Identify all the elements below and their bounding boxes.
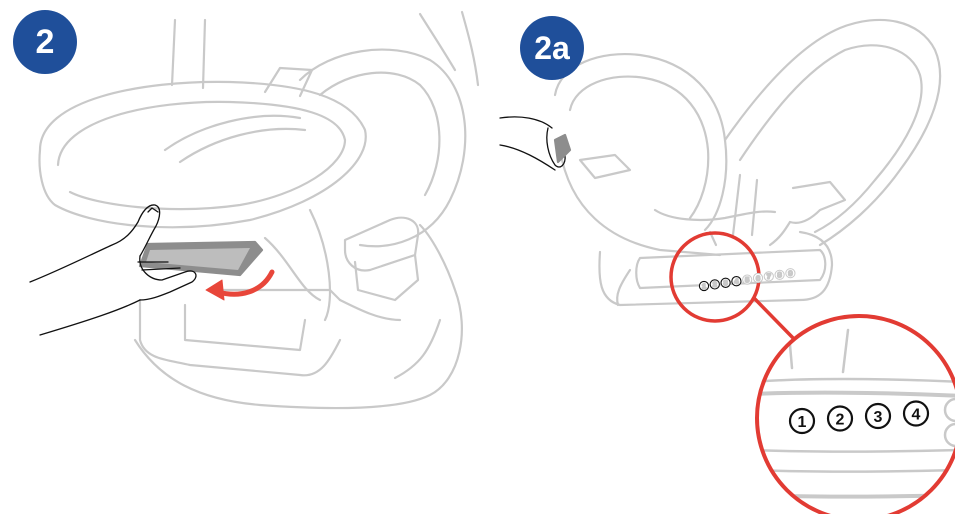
side-wing-inner: [320, 73, 439, 195]
zoom-position-3-number: 3: [866, 404, 890, 428]
base-foot: [617, 270, 630, 305]
zoom-connector: [754, 298, 795, 340]
step-badge-label: 2: [36, 23, 55, 61]
backrest-post: [203, 20, 205, 88]
seat-cushion: [40, 82, 366, 227]
right-arm: [790, 182, 845, 223]
side-wing: [300, 50, 465, 247]
strip-position-6: 6: [753, 273, 762, 282]
position-strip: [636, 250, 825, 288]
cushion-seam: [165, 116, 300, 150]
strip-position-3-label: 3: [724, 280, 728, 287]
base-detail: [395, 320, 440, 378]
step-badge-label: 2a: [534, 30, 570, 66]
backrest-post: [172, 20, 175, 85]
strip-position-5-label: 5: [745, 277, 749, 284]
zoom-position-1-number: 1: [790, 409, 814, 433]
zoom-position-4-number: 4: [904, 402, 928, 426]
zoom-position-2-number: 2: [828, 407, 852, 431]
strip-position-4: 4: [732, 277, 741, 286]
strip-position-8: 8: [775, 270, 784, 279]
armrest-side: [355, 255, 418, 300]
strip-position-1: 1: [699, 281, 708, 290]
backrest-edge: [462, 12, 478, 85]
pull-arrow-head: [206, 280, 224, 300]
backrest-edge: [420, 14, 455, 70]
strip-position-8-label: 8: [778, 272, 782, 279]
right-wing-inner: [740, 45, 922, 232]
strip-position-2: 2: [710, 280, 719, 289]
cushion-seam: [180, 129, 305, 162]
step-badge-2: 2: [13, 10, 77, 74]
recline-handle: [555, 135, 570, 162]
hand-icon: [30, 205, 196, 335]
strip-position-7: 7: [764, 272, 773, 281]
base-line: [310, 210, 330, 320]
strip-position-2-label: 2: [713, 282, 717, 289]
zoom-position-3-number-label: 3: [874, 409, 883, 426]
right-arm-edge: [770, 222, 790, 245]
base-front: [140, 300, 340, 375]
zoom-position-4-number-label: 4: [912, 406, 921, 423]
strip-position-9: 9: [786, 269, 795, 278]
base-recess: [185, 305, 305, 350]
strip-position-4-label: 4: [735, 279, 739, 286]
zoom-position-2-number-label: 2: [836, 411, 845, 428]
seat-cushion-inner: [58, 102, 345, 209]
harness-line: [752, 180, 757, 235]
panel-2-recline-handle: [30, 12, 478, 408]
strip-position-6-label: 6: [756, 275, 760, 282]
harness-slot: [265, 68, 312, 96]
strip-position-3: 3: [721, 278, 730, 287]
strip-position-9-label: 9: [789, 271, 793, 278]
left-arm-slot: [580, 155, 630, 178]
harness-line: [733, 175, 740, 235]
strip-position-5: 5: [743, 275, 752, 284]
base-detail: [340, 300, 400, 320]
strip-position-7-label: 7: [767, 274, 771, 281]
zoom-detail: 1 2 3 4: [752, 316, 955, 514]
zoom-position-1-number-label: 1: [798, 414, 807, 431]
step-badge-2a: 2a: [520, 16, 584, 80]
strip-position-1-label: 1: [702, 283, 706, 290]
left-wing-inner: [570, 77, 708, 218]
